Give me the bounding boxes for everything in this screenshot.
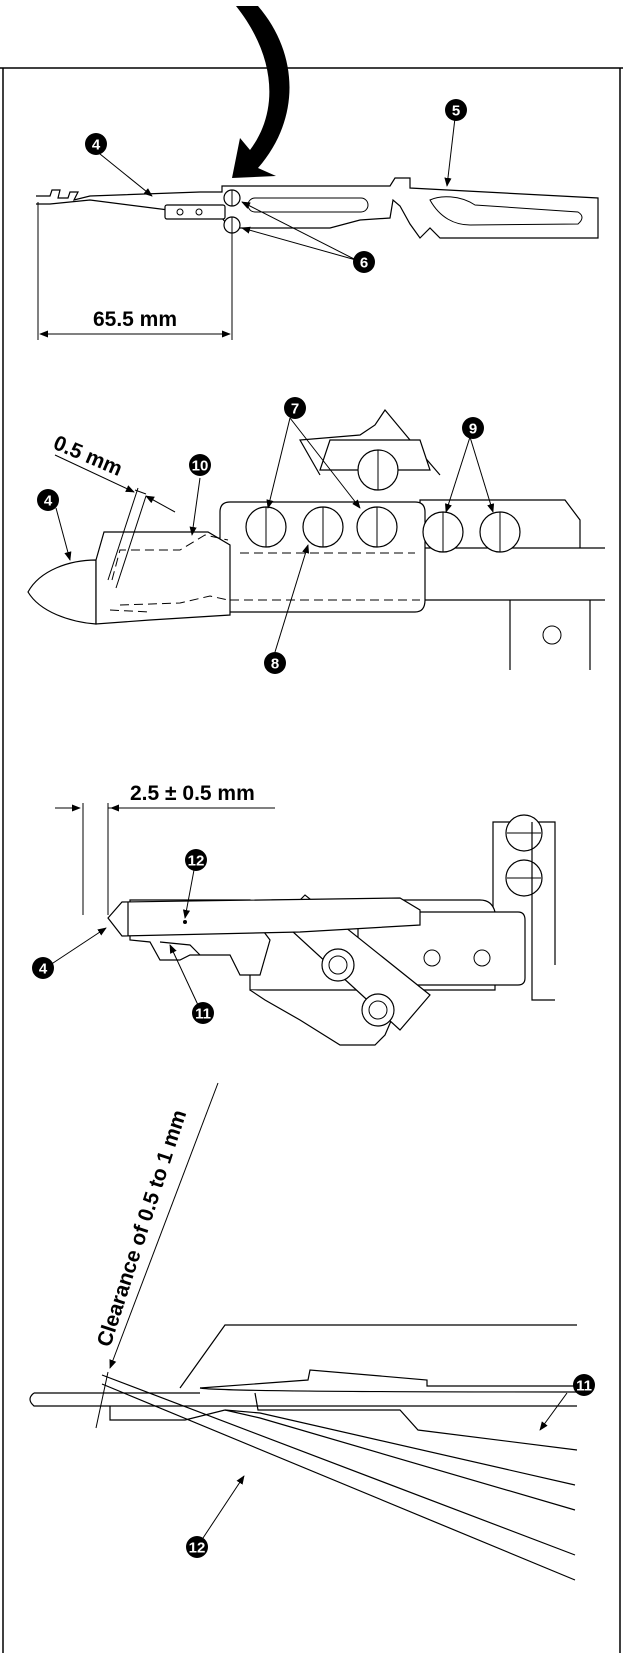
svg-text:9: 9 (469, 421, 477, 438)
svg-text:12: 12 (188, 853, 205, 870)
callout-badge: 9 (462, 417, 484, 439)
callout-badge: 4 (32, 957, 54, 979)
svg-text:12: 12 (189, 1540, 206, 1557)
svg-text:8: 8 (271, 656, 279, 673)
callout-badge: 5 (445, 99, 467, 121)
callout-badge: 7 (284, 397, 306, 419)
svg-text:4: 4 (44, 493, 53, 510)
callout-badge: 4 (85, 133, 107, 155)
callout-badge: 4 (37, 489, 59, 511)
callout-badge: 8 (264, 652, 286, 674)
callout-badge: 11 (573, 1374, 595, 1396)
clearance-label: Clearance of 0.5 to 1 mm (93, 1107, 191, 1349)
svg-text:4: 4 (92, 137, 101, 154)
rotation-arrow-icon (232, 6, 290, 178)
figure-2: 0.5 mm 4 10 7 9 8 (27, 397, 605, 674)
callout-badge: 6 (353, 251, 375, 273)
figure-3: 2.5 ± 0.5 mm 12 4 11 (32, 782, 556, 1046)
svg-text:6: 6 (360, 255, 368, 272)
callout-badge: 11 (192, 1002, 214, 1024)
figure-1: 65.5 mm 4 5 6 (36, 99, 599, 340)
svg-text:4: 4 (39, 961, 48, 978)
callout-badge: 12 (185, 849, 207, 871)
svg-text:5: 5 (452, 103, 460, 120)
callout-badge: 10 (189, 454, 211, 476)
figure-4: Clearance of 0.5 to 1 mm 11 12 (29, 1082, 595, 1581)
callout-badge: 12 (186, 1536, 208, 1558)
page-frame (0, 67, 623, 1653)
dimension-label-65-5: 65.5 mm (93, 308, 177, 331)
svg-text:7: 7 (291, 401, 299, 418)
svg-text:11: 11 (576, 1378, 592, 1395)
svg-text:11: 11 (195, 1006, 211, 1023)
dimension-label-0-5: 0.5 mm (50, 431, 126, 480)
svg-text:10: 10 (192, 458, 209, 475)
dimension-label-2-5: 2.5 ± 0.5 mm (130, 782, 255, 805)
